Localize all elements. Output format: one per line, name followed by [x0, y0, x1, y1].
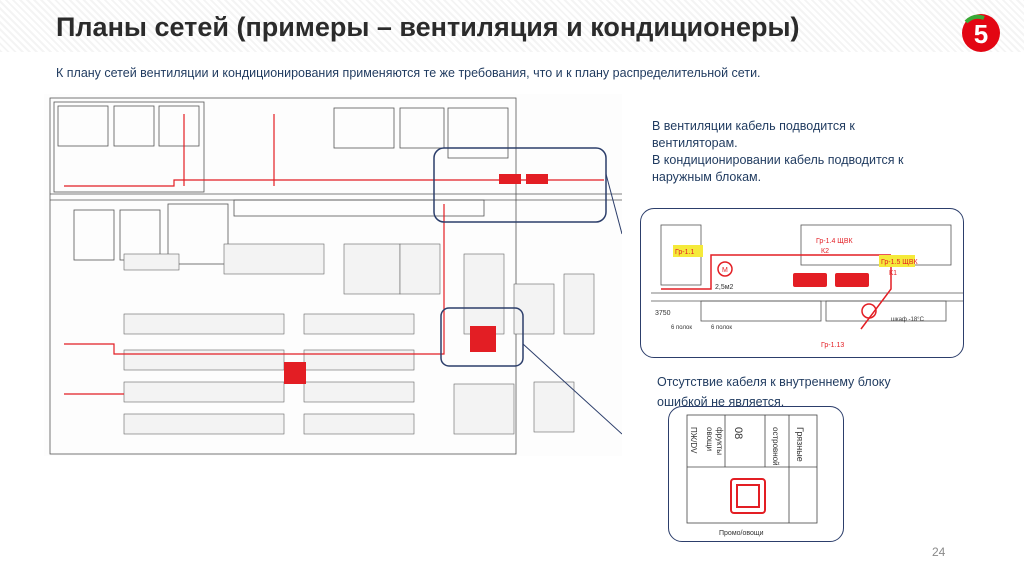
zoom-top-drawing: Гр-1.4 ЩВК К2 Гр-1.5 ЩВК К1 Гр-1.1 М 2,5…: [651, 224, 963, 349]
label-shkaf: шкаф -18°С: [891, 317, 925, 323]
ac-line-2: наружным блокам.: [652, 170, 762, 184]
label-k2: К2: [821, 248, 829, 255]
indoor-note: Отсутствие кабеля к внутреннему блоку ош…: [657, 372, 891, 412]
label-gr11: Гр-1.1: [675, 249, 694, 256]
ventilation-line-1: В вентиляции кабель подводится к: [652, 119, 855, 133]
ac-line-1: В кондиционировании кабель подводится к: [652, 153, 904, 167]
floor-plan: [44, 94, 622, 456]
label-ovoshi: овощи: [705, 427, 714, 451]
label-section2: 6 полок: [711, 325, 732, 331]
label-ostrovnoy: островной: [771, 427, 780, 466]
indoor-line-1: Отсутствие кабеля к внутреннему блоку: [657, 375, 891, 389]
label-gr113: Гр-1.13: [821, 342, 844, 349]
label-gryaznye: Грязные: [795, 427, 805, 462]
logo-text: 5: [974, 19, 988, 49]
zoom-callout-top: Гр-1.4 ЩВК К2 Гр-1.5 ЩВК К1 Гр-1.1 М 2,5…: [640, 208, 964, 358]
page-number: 24: [932, 545, 946, 559]
label-promo: Промо/овощи: [719, 530, 764, 537]
page-title: Планы сетей (примеры – вентиляция и конд…: [56, 12, 800, 42]
label-area: 2,5м2: [715, 284, 734, 291]
zoom-bottom-drawing: ПЖ/DV овощи фрукты 08 островной Грязные …: [686, 414, 818, 537]
label-m: М: [722, 267, 728, 274]
subtitle: К плану сетей вентиляции и кондициониров…: [56, 66, 761, 80]
ventilation-note: В вентиляции кабель подводится к вентиля…: [652, 118, 904, 186]
label-k1: К1: [889, 270, 897, 277]
brand-logo: 5: [962, 14, 1000, 52]
title-bar: [0, 0, 1024, 52]
ventilation-line-2: вентиляторам.: [652, 136, 738, 150]
label-section1: 6 полок: [671, 325, 692, 331]
label-pzh: ПЖ/DV: [689, 427, 698, 454]
label-frukty: фрукты: [715, 427, 724, 455]
label-80: 08: [732, 427, 744, 439]
zoom-callout-bottom: ПЖ/DV овощи фрукты 08 островной Грязные …: [668, 406, 844, 542]
label-gr14: Гр-1.4 ЩВК: [816, 238, 854, 245]
label-dim: 3750: [655, 310, 671, 317]
label-gr15: Гр-1.5 ЩВК: [881, 259, 919, 266]
indoor-line-2: ошибкой не является.: [657, 395, 785, 409]
